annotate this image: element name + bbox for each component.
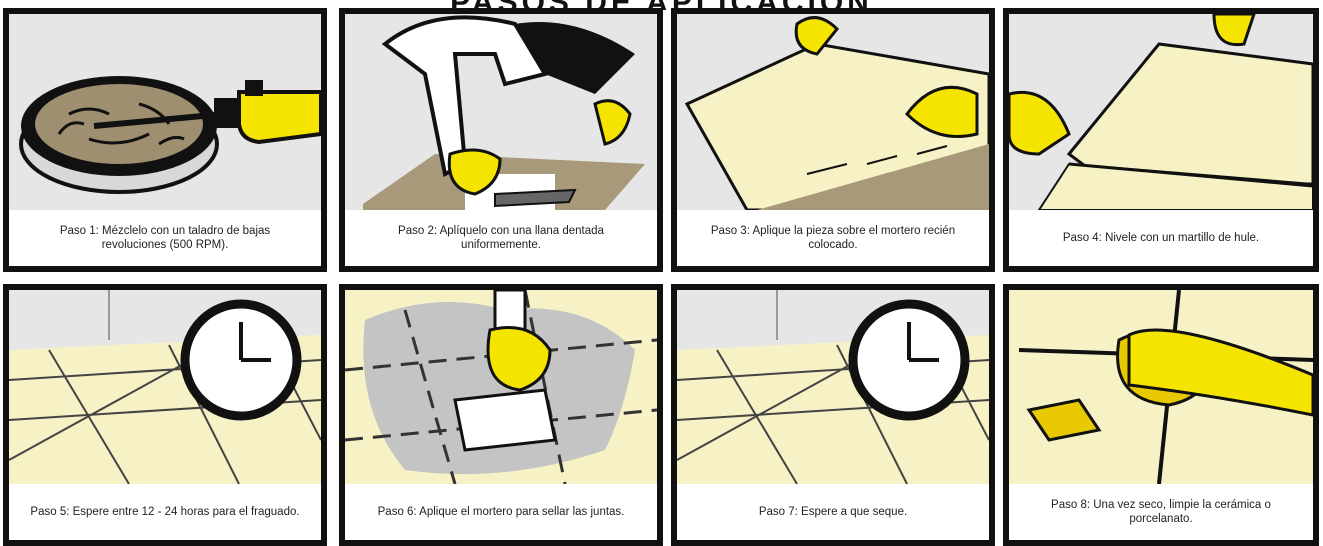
step-caption-1: Paso 1: Mézclelo con un taladro de bajas… <box>9 210 321 266</box>
step-panel-4: Paso 4: Nivele con un martillo de hule. <box>1003 8 1319 272</box>
floor-with-clock-icon <box>677 290 989 484</box>
clock-icon <box>185 304 297 416</box>
step-panel-5: Paso 5: Espere entre 12 - 24 horas para … <box>3 284 327 546</box>
clock-icon <box>853 304 965 416</box>
step-panel-2: Paso 2: Aplíquelo con una llana dentada … <box>339 8 663 272</box>
step-caption-5: Paso 5: Espere entre 12 - 24 horas para … <box>9 484 321 540</box>
step-caption-6: Paso 6: Aplique el mortero para sellar l… <box>345 484 657 540</box>
floor-with-clock-icon <box>9 290 321 484</box>
step-panel-7: Paso 7: Espere a que seque. <box>671 284 995 546</box>
step-caption-2: Paso 2: Aplíquelo con una llana dentada … <box>345 210 657 266</box>
tile-placing-icon <box>677 14 989 210</box>
drill-mixing-icon <box>9 14 321 210</box>
grout-joints-icon <box>345 290 657 484</box>
step-panel-3: Paso 3: Aplique la pieza sobre el morter… <box>671 8 995 272</box>
trowel-spreading-icon <box>345 14 657 210</box>
sponge-cleaning-icon <box>1009 290 1313 484</box>
step-caption-7: Paso 7: Espere a que seque. <box>677 484 989 540</box>
step-caption-3: Paso 3: Aplique la pieza sobre el morter… <box>677 210 989 266</box>
step-caption-8: Paso 8: Una vez seco, limpie la cerámica… <box>1009 484 1313 540</box>
step-panel-1: Paso 1: Mézclelo con un taladro de bajas… <box>3 8 327 272</box>
step-caption-4: Paso 4: Nivele con un martillo de hule. <box>1009 210 1313 266</box>
tile-leveling-icon <box>1009 14 1313 210</box>
step-panel-6: Paso 6: Aplique el mortero para sellar l… <box>339 284 663 546</box>
step-panel-8: Paso 8: Una vez seco, limpie la cerámica… <box>1003 284 1319 546</box>
